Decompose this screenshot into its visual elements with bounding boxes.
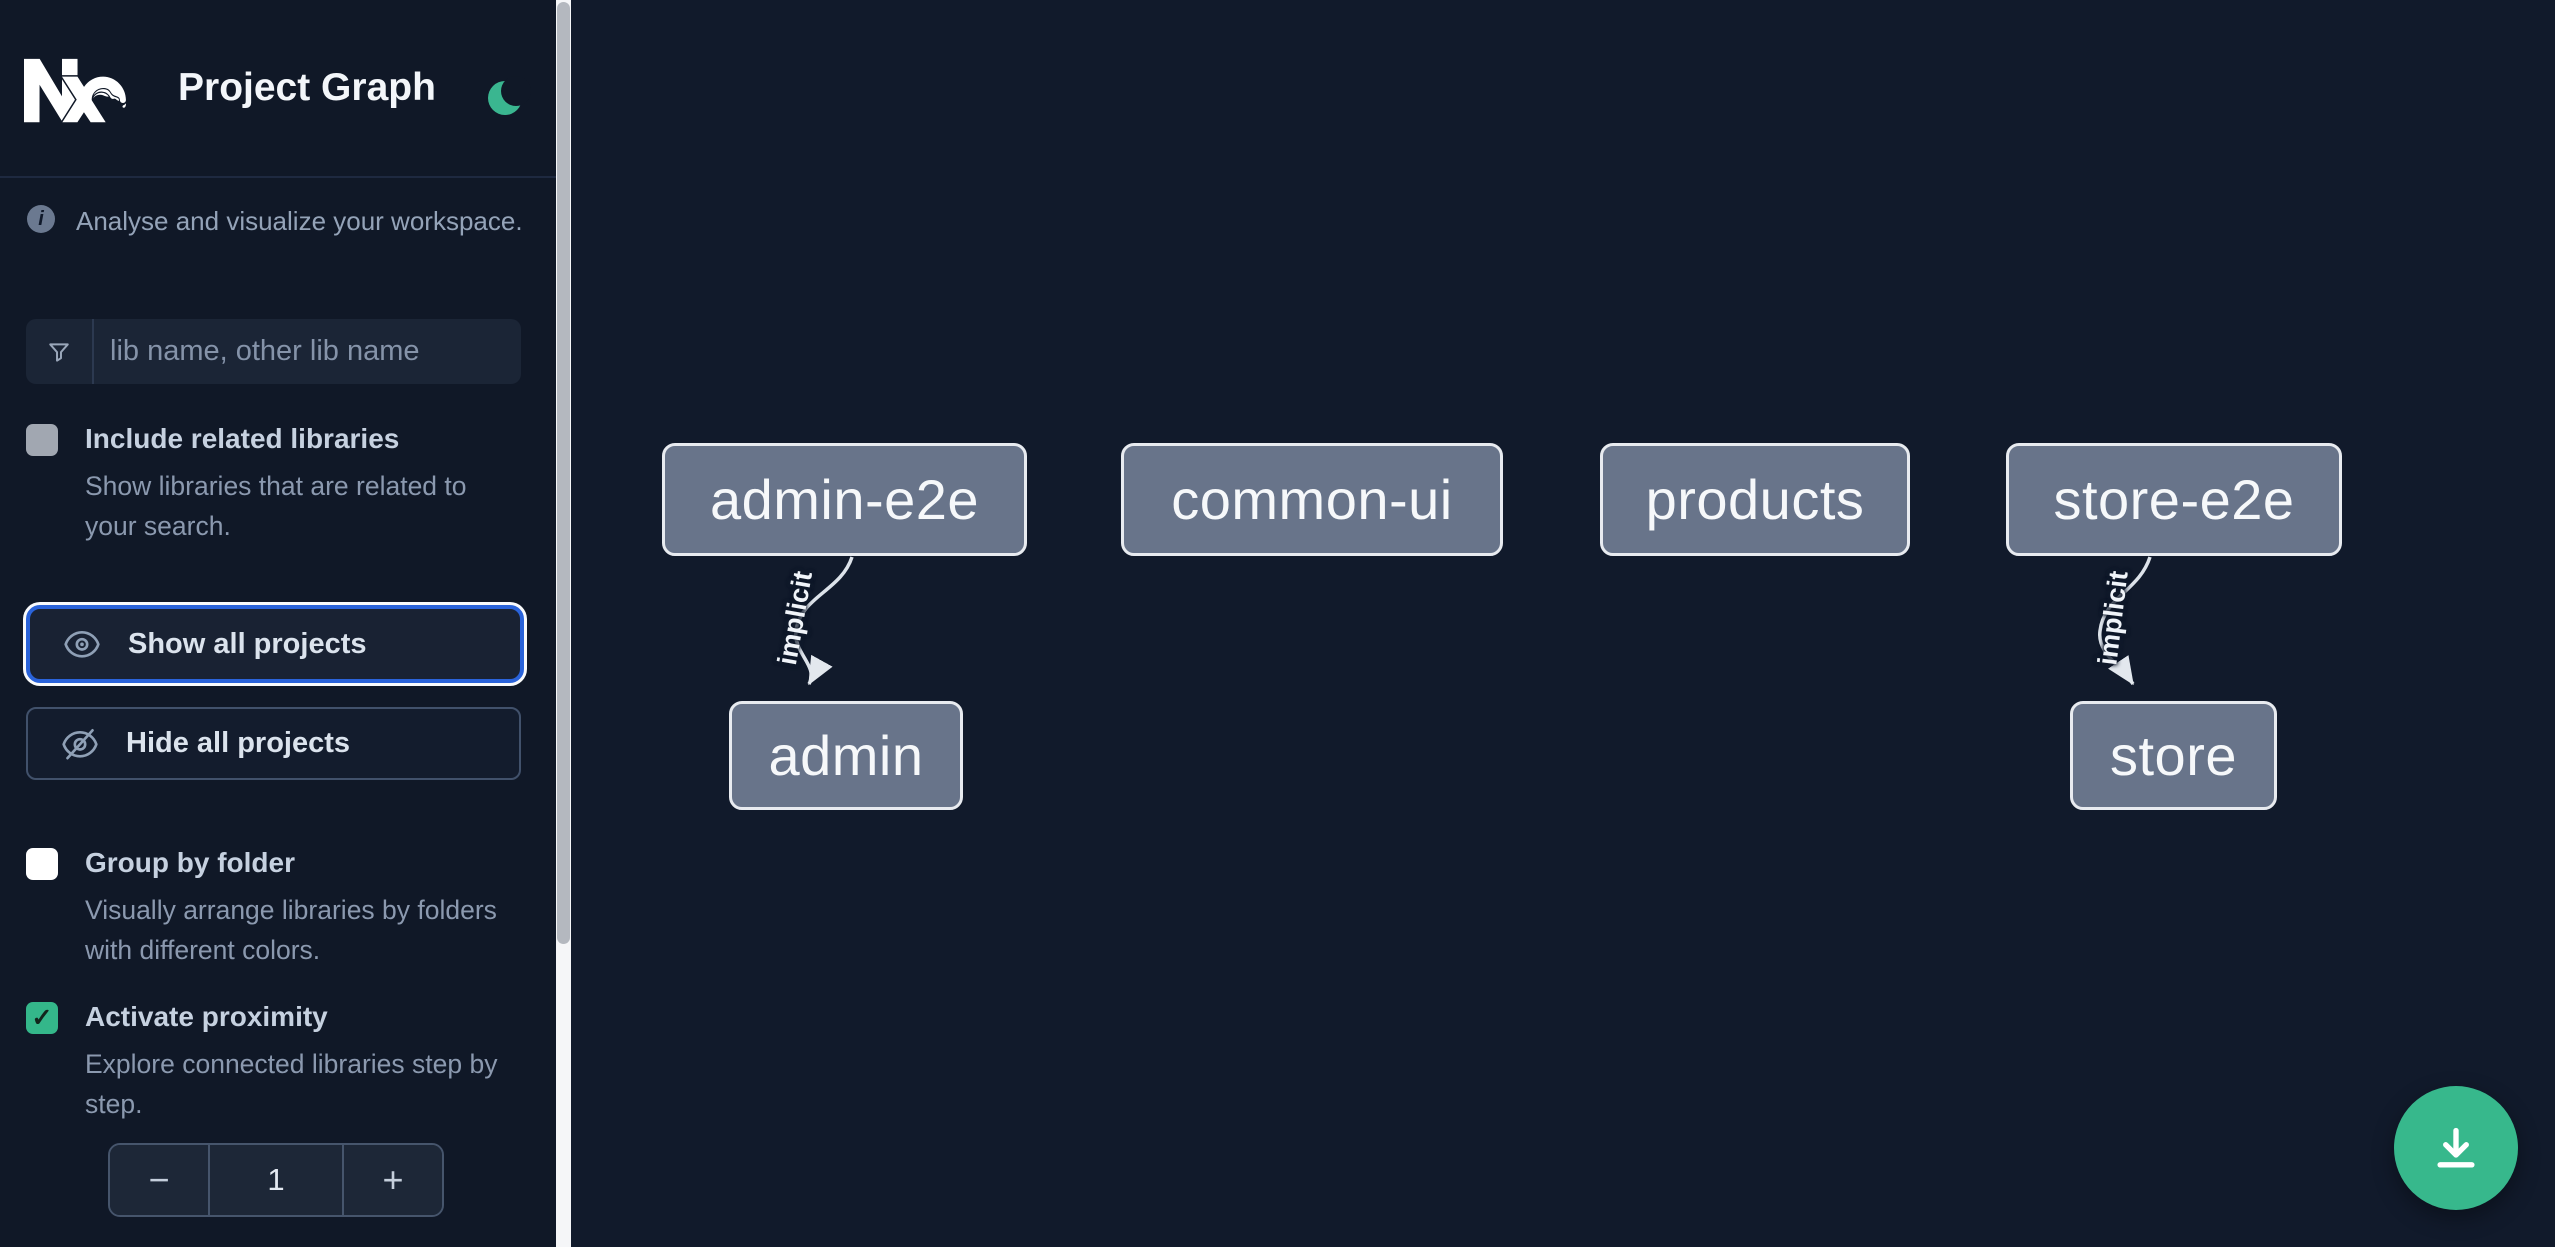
sidebar-scrollbar-thumb[interactable] xyxy=(557,2,570,944)
proximity-stepper: − 1 + xyxy=(108,1143,444,1217)
nx-logo-icon xyxy=(24,47,127,135)
include-related-description: Show libraries that are related to your … xyxy=(85,471,467,541)
eye-icon xyxy=(62,624,102,664)
download-icon xyxy=(2428,1120,2484,1176)
graph-node-products[interactable]: products xyxy=(1600,443,1910,556)
search-box xyxy=(26,319,521,384)
graph-canvas[interactable]: implicit implicit admin-e2e common-ui pr… xyxy=(571,0,2555,1247)
graph-node-admin[interactable]: admin xyxy=(729,701,963,810)
activate-proximity-description: Explore connected libraries step by step… xyxy=(85,1049,498,1119)
dark-mode-toggle[interactable] xyxy=(464,64,531,115)
show-all-projects-label: Show all projects xyxy=(128,627,367,660)
graph-node-admin-e2e[interactable]: admin-e2e xyxy=(662,443,1027,556)
show-all-projects-button[interactable]: Show all projects xyxy=(26,605,524,683)
edge-store-e2e-to-store[interactable] xyxy=(2098,556,2152,686)
header-divider xyxy=(0,176,556,178)
eye-slash-icon xyxy=(60,724,100,764)
group-by-folder-label: Group by folder xyxy=(85,847,295,878)
check-icon: ✓ xyxy=(31,1004,53,1032)
graph-node-store-e2e[interactable]: store-e2e xyxy=(2006,443,2342,556)
graph-node-store[interactable]: store xyxy=(2070,701,2277,810)
funnel-icon xyxy=(26,319,94,384)
download-graph-button[interactable] xyxy=(2394,1086,2518,1210)
sidebar: Project Graph i Analyse and visualize yo… xyxy=(0,0,556,1247)
activate-proximity-checkbox[interactable]: ✓ xyxy=(26,1002,58,1034)
hide-all-projects-label: Hide all projects xyxy=(126,727,351,759)
activate-proximity-label: Activate proximity xyxy=(85,1001,328,1032)
info-icon: i xyxy=(27,205,55,233)
graph-node-common-ui[interactable]: common-ui xyxy=(1121,443,1503,556)
sidebar-scrollbar-track[interactable] xyxy=(556,0,571,1247)
edge-admin-e2e-to-admin[interactable] xyxy=(794,556,854,686)
group-by-folder-checkbox[interactable] xyxy=(26,848,58,880)
hide-all-projects-button[interactable]: Hide all projects xyxy=(26,707,521,780)
page-title: Project Graph xyxy=(178,66,436,109)
proximity-value: 1 xyxy=(208,1145,344,1215)
proximity-increment-button[interactable]: + xyxy=(344,1145,442,1215)
graph-edges xyxy=(794,556,2152,686)
proximity-decrement-button[interactable]: − xyxy=(110,1145,208,1215)
search-input[interactable] xyxy=(108,319,506,384)
include-related-label: Include related libraries xyxy=(85,423,400,454)
include-related-checkbox[interactable] xyxy=(26,424,58,456)
group-by-folder-description: Visually arrange libraries by folders wi… xyxy=(85,895,497,965)
workspace-tagline: Analyse and visualize your workspace. xyxy=(76,206,523,236)
